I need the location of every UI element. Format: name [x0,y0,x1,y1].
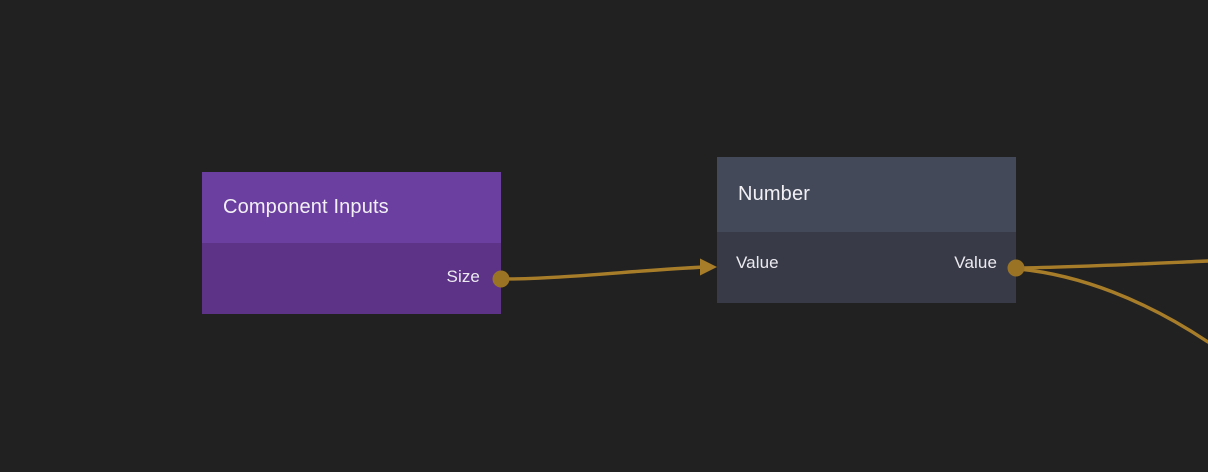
output-socket-size[interactable] [492,270,510,288]
edge-value-out-lower[interactable] [1017,267,1208,344]
edge-size-to-value[interactable] [502,265,708,281]
edge-arrowhead-icon [700,258,717,276]
node-header[interactable]: Component Inputs [202,172,501,243]
node-title: Component Inputs [223,196,389,218]
output-port-label-value: Value [954,253,997,272]
node-number[interactable]: Number Value Value [717,157,1016,303]
output-port-label-size: Size [446,267,480,286]
output-port-row: Size [202,267,501,287]
node-component-inputs[interactable]: Component Inputs Size [202,172,501,314]
node-body: Value Value [717,232,1016,303]
node-title: Number [738,183,811,205]
port-row: Value Value [717,253,1016,273]
output-socket-value[interactable] [1007,259,1025,277]
input-port-label-value: Value [736,253,779,272]
edge-value-out-upper[interactable] [1017,259,1208,270]
node-header[interactable]: Number [717,157,1016,232]
node-body: Size [202,243,501,314]
